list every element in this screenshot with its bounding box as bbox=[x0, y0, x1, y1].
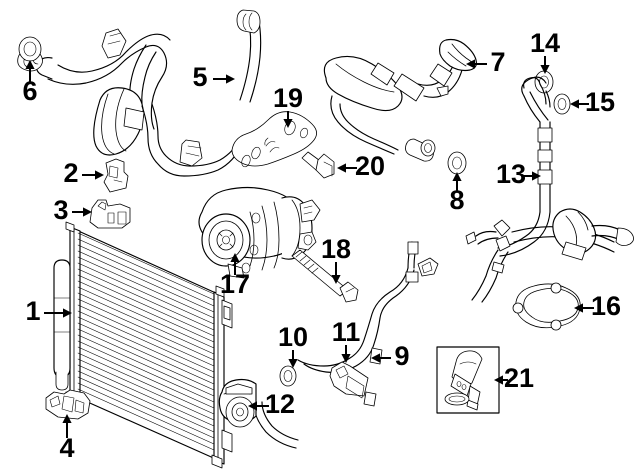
arrowhead-icon bbox=[230, 253, 240, 262]
callout-number-5[interactable]: 5 bbox=[192, 62, 207, 92]
arrowhead-icon bbox=[226, 74, 235, 84]
callout-number-7[interactable]: 7 bbox=[490, 47, 505, 77]
part-condenser[interactable] bbox=[53, 221, 233, 469]
callout-21[interactable]: 21 bbox=[494, 363, 534, 393]
callout-11[interactable]: 11 bbox=[332, 317, 361, 363]
callout-1[interactable]: 1 bbox=[25, 296, 72, 326]
arrowhead-icon bbox=[337, 163, 346, 173]
part-condenser-clip[interactable] bbox=[89, 199, 131, 229]
part-lower-mount[interactable] bbox=[45, 389, 91, 420]
callout-8[interactable]: 8 bbox=[449, 172, 465, 215]
callout-18[interactable]: 18 bbox=[321, 234, 351, 284]
callout-14[interactable]: 14 bbox=[530, 28, 560, 74]
callout-16[interactable]: 16 bbox=[574, 291, 621, 321]
callout-number-2[interactable]: 2 bbox=[63, 158, 78, 188]
part-liquid-line[interactable] bbox=[253, 241, 439, 449]
part-o-ring-6[interactable] bbox=[18, 36, 42, 62]
part-compressor-bolt[interactable] bbox=[291, 249, 359, 303]
arrowhead-icon bbox=[63, 308, 72, 318]
callout-4[interactable]: 4 bbox=[59, 414, 75, 463]
callout-5[interactable]: 5 bbox=[192, 62, 235, 92]
part-dash-seal-gasket[interactable] bbox=[512, 282, 581, 331]
part-pressure-switch-kit[interactable] bbox=[436, 346, 500, 414]
arrowhead-icon bbox=[466, 59, 475, 69]
callout-number-19[interactable]: 19 bbox=[273, 83, 303, 113]
part-o-ring-14[interactable] bbox=[534, 70, 554, 94]
arrowhead-icon bbox=[83, 207, 92, 217]
arrowhead-icon bbox=[288, 359, 298, 368]
arrowhead-icon bbox=[540, 65, 550, 74]
callout-number-16[interactable]: 16 bbox=[591, 291, 621, 321]
arrowhead-icon bbox=[494, 375, 503, 385]
arrowhead-icon bbox=[371, 353, 380, 363]
callout-number-4[interactable]: 4 bbox=[59, 433, 74, 463]
arrowhead-icon bbox=[62, 414, 72, 423]
arrowhead-icon bbox=[25, 60, 35, 69]
arrowhead-icon bbox=[574, 303, 583, 313]
callout-10[interactable]: 10 bbox=[278, 322, 308, 368]
part-suction-discharge-line[interactable] bbox=[465, 76, 634, 303]
callout-3[interactable]: 3 bbox=[53, 195, 92, 225]
part-upper-mount-bracket[interactable] bbox=[103, 158, 129, 193]
callout-15[interactable]: 15 bbox=[570, 87, 615, 117]
callout-7[interactable]: 7 bbox=[466, 47, 506, 77]
arrowhead-icon bbox=[248, 401, 257, 411]
part-suction-hose[interactable] bbox=[323, 38, 477, 162]
arrowhead-icon bbox=[95, 170, 104, 180]
callout-number-12[interactable]: 12 bbox=[265, 389, 295, 419]
part-o-ring-10[interactable] bbox=[279, 365, 297, 387]
callout-number-17[interactable]: 17 bbox=[220, 269, 250, 299]
callout-number-10[interactable]: 10 bbox=[278, 322, 308, 352]
callout-6[interactable]: 6 bbox=[22, 60, 38, 106]
part-o-ring-15[interactable] bbox=[553, 93, 571, 115]
callout-number-3[interactable]: 3 bbox=[53, 195, 68, 225]
callout-number-8[interactable]: 8 bbox=[449, 185, 464, 215]
part-hose-bolt[interactable] bbox=[301, 151, 335, 179]
callout-number-11[interactable]: 11 bbox=[332, 317, 361, 347]
callout-number-14[interactable]: 14 bbox=[530, 28, 560, 58]
arrowhead-icon bbox=[570, 99, 579, 109]
callout-12[interactable]: 12 bbox=[248, 389, 295, 419]
callout-19[interactable]: 19 bbox=[273, 83, 303, 128]
callout-number-9[interactable]: 9 bbox=[394, 341, 409, 371]
callout-number-6[interactable]: 6 bbox=[22, 76, 37, 106]
callout-20[interactable]: 20 bbox=[337, 151, 385, 181]
callout-9[interactable]: 9 bbox=[371, 341, 410, 371]
part-discharge-hose[interactable] bbox=[17, 9, 262, 177]
part-compressor[interactable] bbox=[198, 186, 321, 279]
callout-number-1[interactable]: 1 bbox=[25, 296, 40, 326]
part-retainer-clip[interactable] bbox=[329, 361, 369, 399]
part-compressor-bracket[interactable] bbox=[231, 111, 317, 168]
condenser-fins bbox=[77, 232, 215, 451]
callout-number-13[interactable]: 13 bbox=[496, 159, 526, 189]
part-o-ring-8[interactable] bbox=[447, 151, 467, 175]
arrowhead-icon bbox=[331, 275, 341, 284]
arrowhead-icon bbox=[452, 172, 462, 181]
arrowhead-icon bbox=[341, 354, 351, 363]
callout-number-20[interactable]: 20 bbox=[355, 151, 385, 181]
callout-number-18[interactable]: 18 bbox=[321, 234, 351, 264]
callout-13[interactable]: 13 bbox=[496, 159, 541, 189]
callout-17[interactable]: 17 bbox=[220, 253, 250, 299]
callout-number-15[interactable]: 15 bbox=[585, 87, 615, 117]
arrowhead-icon bbox=[532, 171, 541, 181]
callout-number-21[interactable]: 21 bbox=[504, 363, 534, 393]
callout-2[interactable]: 2 bbox=[63, 158, 104, 188]
part-expansion-valve[interactable] bbox=[218, 378, 257, 428]
arrowhead-icon bbox=[283, 119, 293, 128]
